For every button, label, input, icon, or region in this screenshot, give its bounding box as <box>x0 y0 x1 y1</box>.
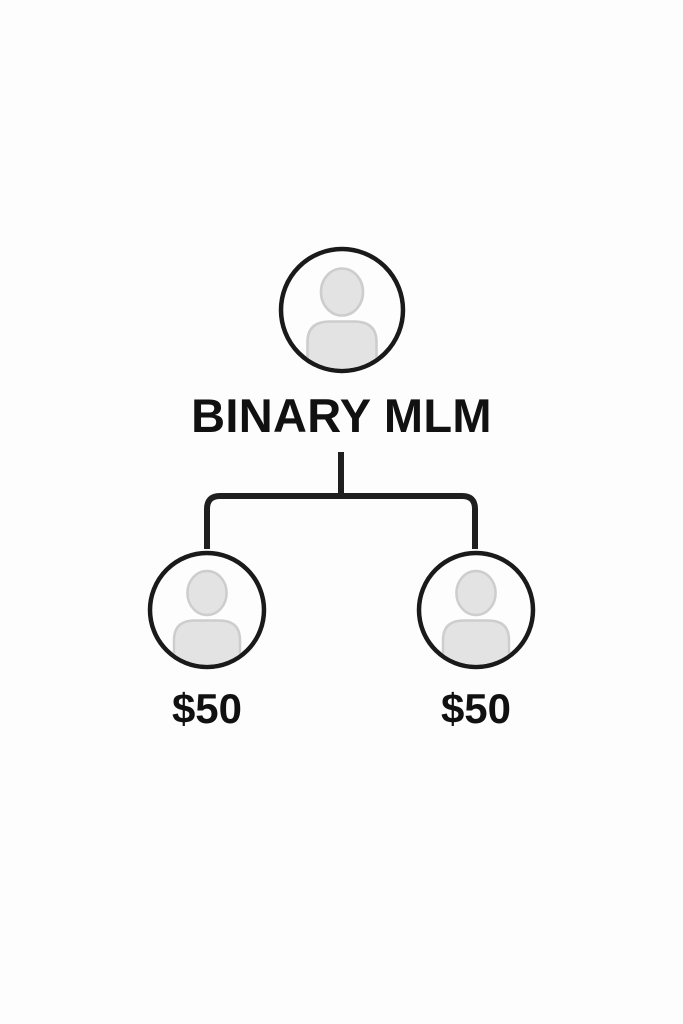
connector-bracket <box>204 493 478 549</box>
avatar-body <box>172 619 242 665</box>
avatar-body <box>441 619 511 665</box>
avatar-head <box>186 569 228 617</box>
avatar-head <box>319 267 364 317</box>
avatar-body <box>305 320 378 369</box>
child-right-amount: $50 <box>440 685 512 732</box>
node-child-right[interactable]: $50 <box>416 550 536 730</box>
node-child-left[interactable]: $50 <box>147 550 267 730</box>
child-left-avatar <box>147 550 267 670</box>
child-right-avatar <box>416 550 536 670</box>
avatar-head <box>455 569 497 617</box>
page-title: BINARY MLM <box>191 389 492 442</box>
root-avatar <box>277 246 406 374</box>
node-root[interactable]: BINARY MLM <box>0 246 683 439</box>
child-left-amount: $50 <box>171 685 243 732</box>
